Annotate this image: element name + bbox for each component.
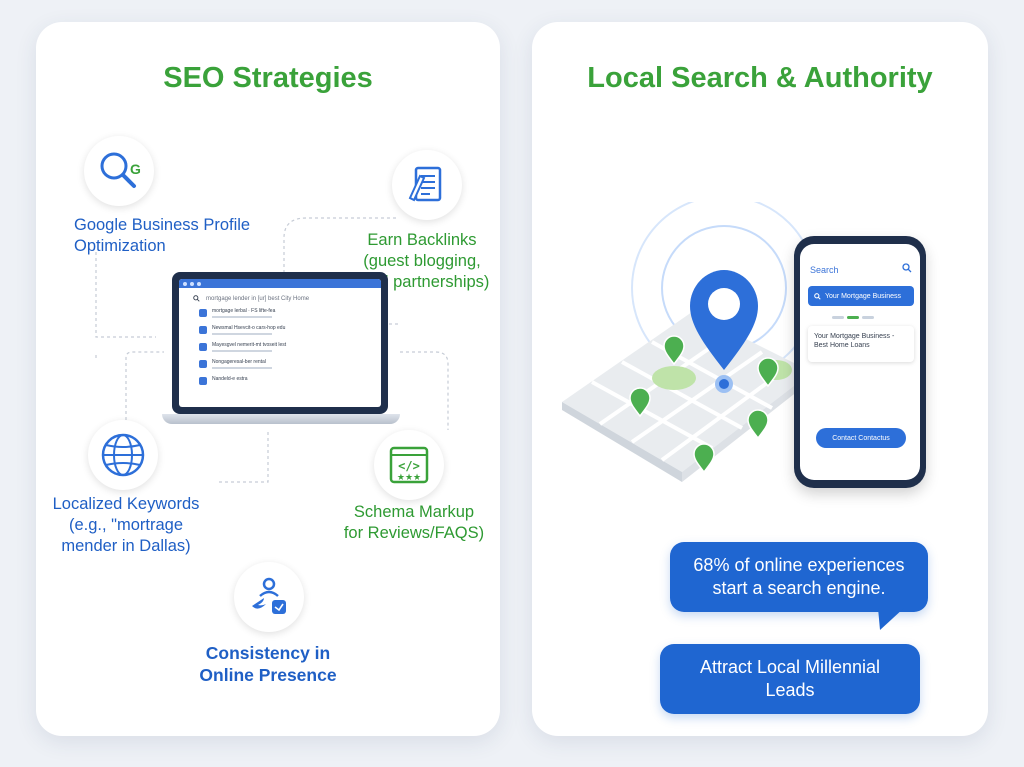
laptop-search-text: mortgage lender in [ur] best City Home xyxy=(206,295,310,302)
phone-screen: Search Your Mortgage Business Your Mortg… xyxy=(800,244,920,480)
phone-search-query: Your Mortgage Business xyxy=(825,292,902,300)
local-search-panel: Local Search & Authority S xyxy=(532,22,988,736)
browser-bar xyxy=(179,279,381,288)
result-icon xyxy=(199,377,207,385)
search-icon xyxy=(193,295,200,302)
phone-result-title: Your Mortgage Business - xyxy=(814,333,895,340)
gbp-icon-wrap: G xyxy=(84,136,154,206)
result-icon xyxy=(199,343,207,351)
laptop-search-bar: mortgage lender in [ur] best City Home xyxy=(193,295,375,302)
phone-result-subtitle: Best Home Loans xyxy=(814,342,870,349)
map-graphic xyxy=(562,202,817,482)
laptop-screen: mortgage lender in [ur] best City Home m… xyxy=(172,272,388,414)
seo-strategies-title: SEO Strategies xyxy=(163,62,373,94)
laptop-results-list: mortgage lerbal · FS lifte-fea Newsmal H… xyxy=(199,308,365,385)
laptop-search-results: mortgage lender in [ur] best City Home m… xyxy=(162,272,400,432)
schema-label: Schema Markup for Reviews/FAQS) xyxy=(343,503,485,542)
stat-bubble: 68% of online experiences start a search… xyxy=(670,542,928,612)
list-item: Mayesgvel nemerit-mt tvoseit lest xyxy=(199,342,365,352)
code-stars-icon: </> ★★★ xyxy=(389,446,429,484)
result-icon xyxy=(199,309,207,317)
consistency-icon-wrap xyxy=(234,562,304,632)
list-item: Nongageresal-ber rental xyxy=(199,359,365,369)
social-profiles-icon xyxy=(252,577,286,614)
schema-icon-wrap: </> ★★★ xyxy=(374,430,444,500)
document-pen-icon xyxy=(408,166,442,202)
location-pins xyxy=(629,335,779,474)
svg-text:★★★: ★★★ xyxy=(397,473,421,483)
local-search-title: Local Search & Authority xyxy=(587,62,933,94)
backlinks-icon-wrap xyxy=(392,150,462,220)
magnifier-google-icon: G xyxy=(100,152,141,188)
laptop-display: mortgage lender in [ur] best City Home m… xyxy=(179,279,381,407)
gbp-label: Google Business Profile Optimization xyxy=(74,216,251,255)
phone-progress xyxy=(832,316,874,319)
backlinks-label: Earn Backlinks (guest blogging, local pa… xyxy=(354,231,490,291)
cta-bubble: Attract Local Millennial Leads xyxy=(660,644,920,714)
svg-text:</>: </> xyxy=(398,459,420,473)
seo-strategies-panel: SEO Strategies G Google Business Profile… xyxy=(36,22,500,736)
keywords-label: Localized Keywords (e.g., "mortrage mend… xyxy=(52,495,200,555)
search-icon xyxy=(814,292,821,300)
result-icon xyxy=(199,326,207,334)
phone-search-label: Search xyxy=(810,265,839,275)
phone-contact-button[interactable]: Contact Contactus xyxy=(816,428,906,448)
list-item: Nandeld-e estra xyxy=(199,376,365,385)
result-icon xyxy=(199,360,207,368)
phone-search-input[interactable]: Your Mortgage Business xyxy=(808,286,914,306)
keywords-icon-wrap xyxy=(88,420,158,490)
phone-result-card[interactable]: Your Mortgage Business - Best Home Loans xyxy=(808,326,914,362)
search-icon xyxy=(902,263,912,273)
globe-icon xyxy=(101,433,145,477)
list-item: mortgage lerbal · FS lifte-fea xyxy=(199,308,365,318)
svg-text:G: G xyxy=(130,161,141,177)
list-item: Newsmal Hsevcit-o cars-hop edu xyxy=(199,325,365,335)
laptop-base xyxy=(162,414,400,424)
bubble-tail xyxy=(878,608,904,630)
consistency-label: Consistency in Online Presence xyxy=(199,643,337,685)
phone-mockup: Search Your Mortgage Business Your Mortg… xyxy=(794,236,926,488)
